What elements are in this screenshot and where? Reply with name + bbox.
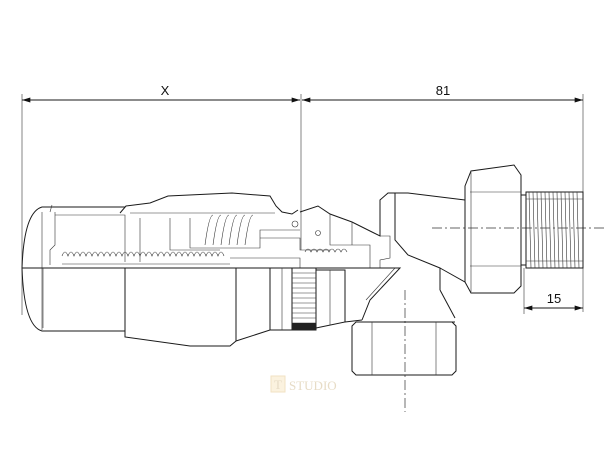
dimension-81-label: 81 (436, 83, 450, 98)
dimension-15-label: 15 (547, 291, 561, 306)
knurled-ring (291, 267, 346, 331)
watermark-text: STUDIO (289, 378, 337, 393)
dimension-81: 81 (302, 83, 584, 103)
valve-body (299, 192, 466, 323)
extension-lines (21, 94, 584, 315)
dimension-x-label: X (161, 83, 170, 98)
threaded-tailpiece (520, 191, 584, 269)
bottom-nut (351, 321, 457, 376)
dimension-15: 15 (523, 291, 584, 311)
spring (189, 214, 348, 253)
union-nut (464, 164, 522, 294)
bellows (61, 251, 301, 268)
studio-watermark: T STUDIO (270, 375, 337, 393)
watermark-logo-letter: T (274, 377, 282, 392)
dimension-x: X (22, 83, 300, 103)
